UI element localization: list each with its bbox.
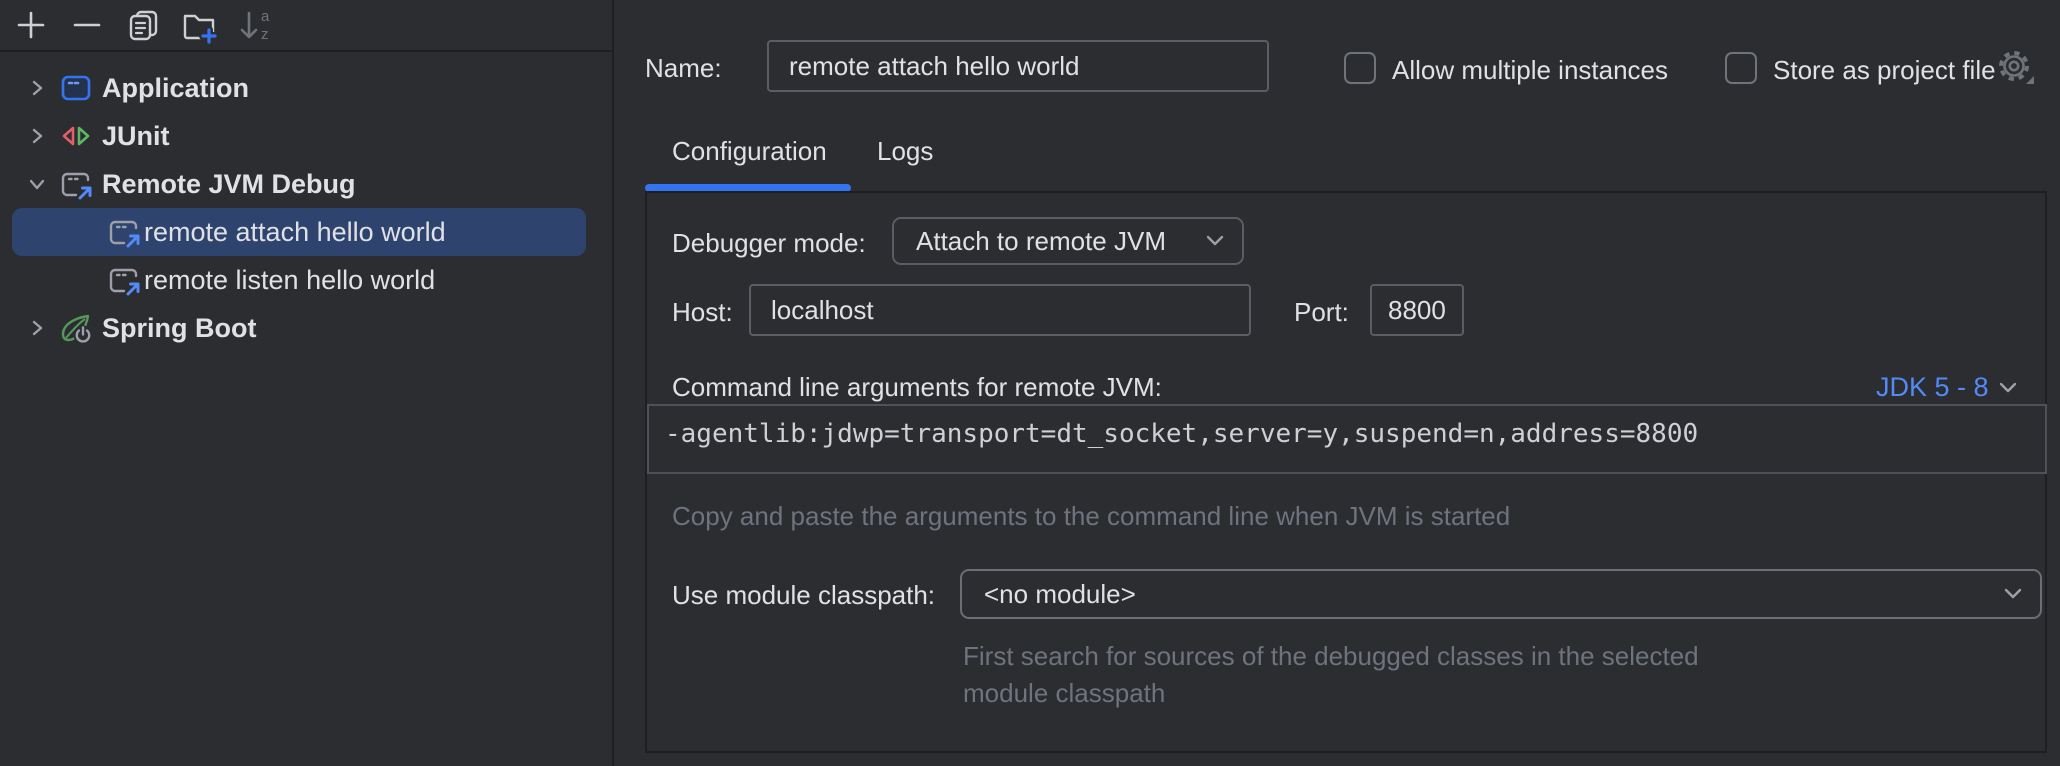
module-classpath-value: <no module>: [984, 578, 1136, 609]
remote-debug-icon: [58, 166, 94, 202]
chevron-right-icon[interactable]: [22, 78, 52, 98]
tree-item-label: JUnit: [102, 120, 170, 151]
remote-debug-icon: [106, 262, 142, 298]
port-label: Port:: [1294, 297, 1349, 327]
port-input[interactable]: [1370, 284, 1464, 336]
tree-item-label: remote attach hello world: [144, 216, 446, 247]
name-label: Name:: [645, 53, 722, 83]
tree-item-remote-listen-hello-world[interactable]: remote listen hello world: [12, 256, 586, 304]
active-tab-indicator: [645, 184, 851, 192]
chevron-down-icon: [2004, 588, 2022, 599]
copy-icon[interactable]: [124, 6, 162, 44]
chevron-down-icon: [1206, 235, 1224, 246]
debugger-mode-label: Debugger mode:: [672, 228, 866, 258]
tree-item-label: Remote JVM Debug: [102, 168, 356, 199]
tree-item-remote-attach-hello-world[interactable]: remote attach hello world: [12, 208, 586, 256]
application-icon: [58, 70, 94, 106]
add-icon[interactable]: [12, 6, 50, 44]
use-module-classpath-label: Use module classpath:: [672, 580, 936, 610]
command-line-arguments-value[interactable]: -agentlib:jdwp=transport=dt_socket,serve…: [647, 404, 2047, 474]
debugger-mode-value: Attach to remote JVM: [916, 225, 1166, 256]
chevron-down-icon: [1999, 382, 2016, 392]
debugger-mode-select[interactable]: Attach to remote JVM: [892, 217, 1244, 265]
dropdown-corner-triangle: [2026, 76, 2034, 84]
tree-item-junit[interactable]: JUnit: [12, 112, 586, 160]
new-folder-icon[interactable]: [180, 6, 218, 44]
command-line-arguments-label: Command line arguments for remote JVM:: [672, 372, 1162, 402]
jdk-version-selector[interactable]: JDK 5 - 8: [1876, 372, 2017, 403]
tree-item-spring-boot[interactable]: Spring Boot: [12, 304, 586, 352]
tab-logs[interactable]: Logs: [877, 136, 934, 166]
allow-multiple-instances-label: Allow multiple instances: [1392, 55, 1669, 85]
sidebar-toolbar: a z: [0, 0, 612, 52]
chevron-right-icon[interactable]: [22, 126, 52, 146]
store-options-gear-icon[interactable]: [1992, 44, 2038, 90]
module-classpath-select[interactable]: <no module>: [960, 569, 2042, 619]
sort-alphabetically-icon[interactable]: a z: [236, 6, 274, 44]
configurations-tree: Application JUnit: [0, 64, 612, 352]
remove-icon[interactable]: [68, 6, 106, 44]
spring-boot-icon: [58, 310, 94, 346]
host-input[interactable]: [749, 284, 1251, 336]
chevron-down-icon[interactable]: [22, 174, 52, 194]
tree-item-label: Application: [102, 72, 249, 103]
chevron-right-icon[interactable]: [22, 318, 52, 338]
name-input[interactable]: [767, 40, 1269, 92]
tab-configuration[interactable]: Configuration: [672, 136, 827, 166]
junit-icon: [58, 118, 94, 154]
configurations-sidebar: a z Application: [0, 0, 614, 766]
tree-item-label: remote listen hello world: [144, 264, 436, 295]
remote-debug-icon: [106, 214, 142, 250]
command-line-hint: Copy and paste the arguments to the comm…: [672, 501, 1511, 531]
tree-item-application[interactable]: Application: [12, 64, 586, 112]
tree-item-label: Spring Boot: [102, 312, 257, 343]
jdk-version-value: JDK 5 - 8: [1876, 372, 1989, 402]
store-as-project-file-label: Store as project file: [1773, 55, 1996, 85]
host-label: Host:: [672, 297, 733, 327]
module-classpath-hint: First search for sources of the debugged…: [963, 641, 1699, 708]
sort-letter-a: a: [261, 8, 270, 25]
sort-letter-z: z: [261, 26, 269, 43]
store-as-project-file-checkbox[interactable]: [1725, 52, 1757, 84]
tree-item-remote-jvm-debug[interactable]: Remote JVM Debug: [12, 160, 586, 208]
allow-multiple-instances-checkbox[interactable]: [1344, 52, 1376, 84]
